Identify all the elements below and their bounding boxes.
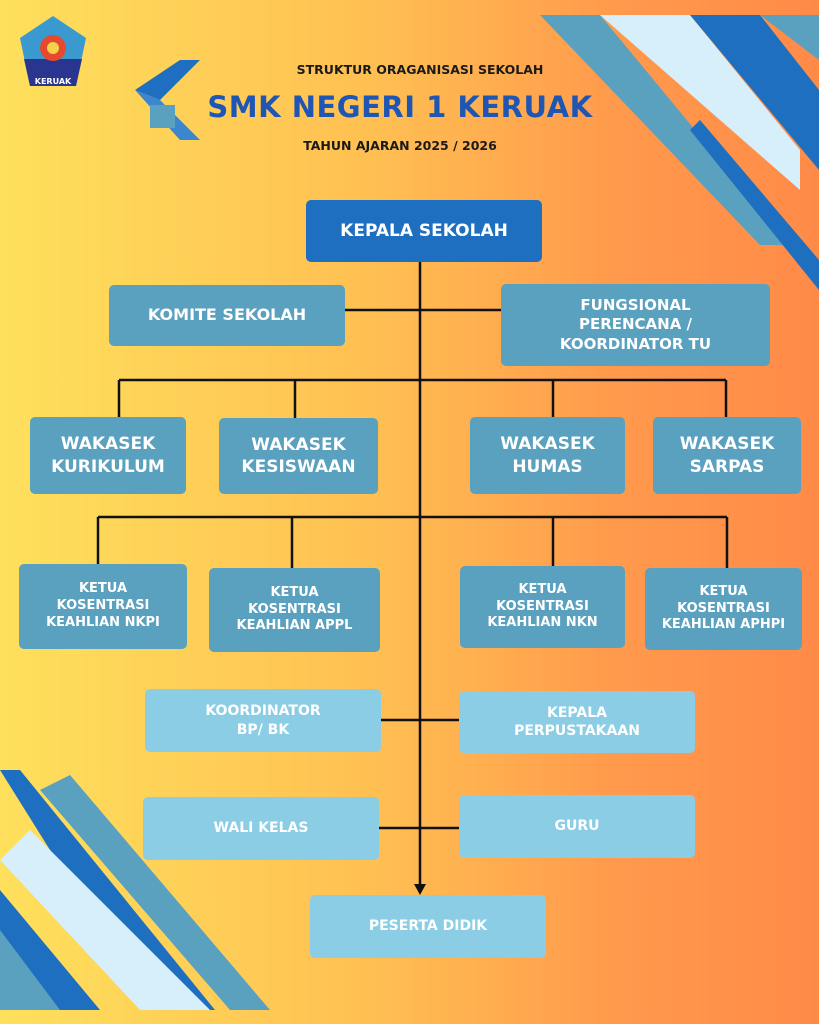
box-peserta-didik: PESERTA DIDIK — [310, 895, 546, 958]
box-wakasek-kesiswaan: WAKASEK KESISWAAN — [219, 418, 378, 494]
box-ketua-nkpi: KETUA KOSENTRASI KEAHLIAN NKPI — [19, 564, 187, 649]
box-wakasek-humas: WAKASEK HUMAS — [470, 417, 625, 494]
box-wakasek-kurikulum: WAKASEK KURIKULUM — [30, 417, 186, 494]
box-ketua-nkn: KETUA KOSENTRASI KEAHLIAN NKN — [460, 566, 625, 648]
box-fungsional: FUNGSIONAL PERENCANA / KOORDINATOR TU — [501, 284, 770, 366]
box-kepala-perpustakaan: KEPALA PERPUSTAKAAN — [459, 691, 695, 753]
page-subtitle: STRUKTUR ORAGANISASI SEKOLAH — [296, 62, 544, 77]
school-logo: KERUAK — [18, 14, 88, 89]
box-wakasek-sarpas: WAKASEK SARPAS — [653, 417, 801, 494]
box-komite-sekolah: KOMITE SEKOLAH — [109, 285, 345, 346]
arrow-head — [414, 884, 426, 895]
box-guru: GURU — [459, 795, 695, 858]
box-kepala-sekolah: KEPALA SEKOLAH — [306, 200, 542, 262]
page-title: SMK NEGERI 1 KERUAK — [207, 90, 593, 124]
academic-year: TAHUN AJARAN 2025 / 2026 — [303, 138, 497, 153]
box-ketua-aphpi: KETUA KOSENTRASI KEAHLIAN APHPI — [645, 568, 802, 650]
box-wali-kelas: WALI KELAS — [143, 797, 379, 860]
box-koordinator-bpbk: KOORDINATOR BP/ BK — [145, 689, 381, 752]
box-ketua-appl: KETUA KOSENTRASI KEAHLIAN APPL — [209, 568, 380, 652]
